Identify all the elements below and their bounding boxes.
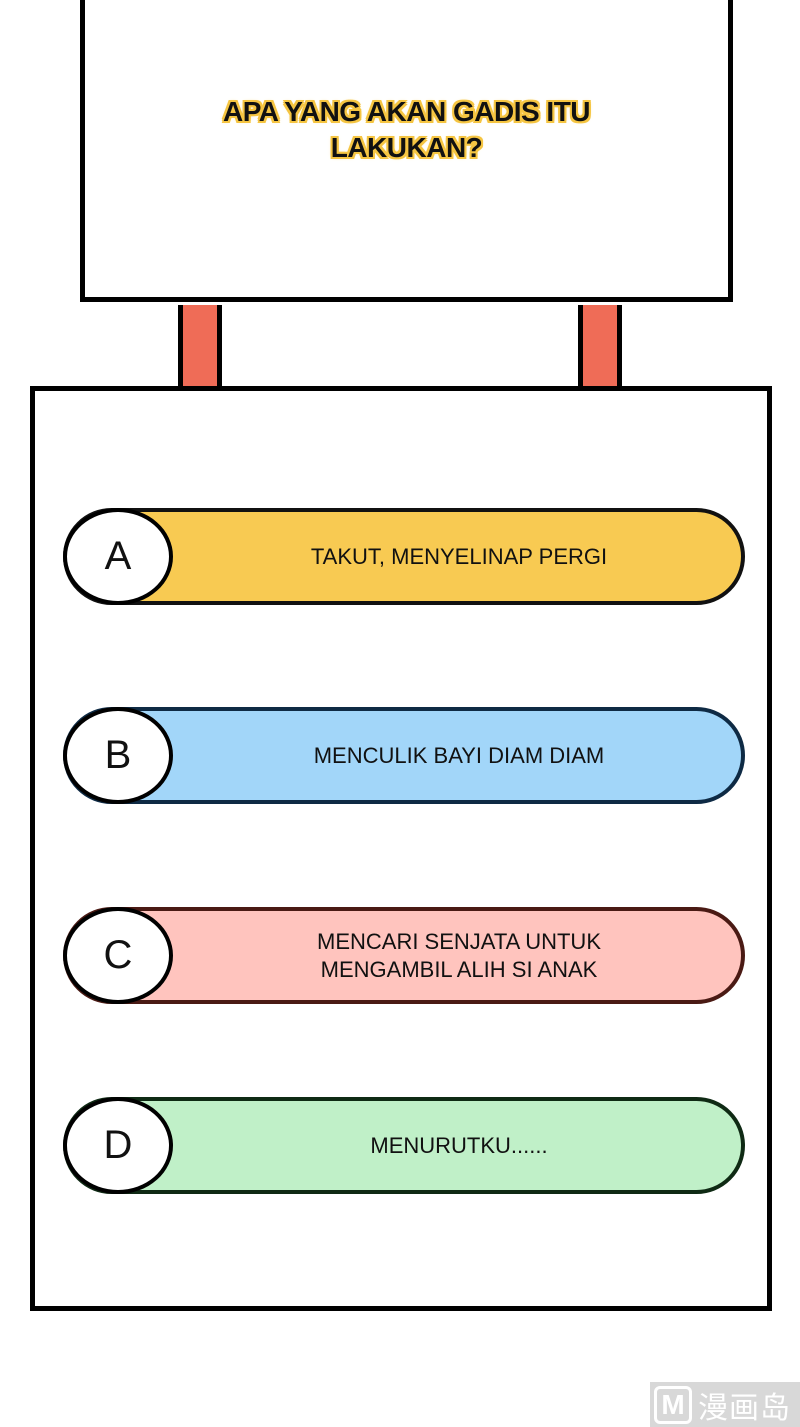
question-line-2: LAKUKAN?: [330, 132, 483, 163]
option-d-button[interactable]: D MENURUTKU......: [63, 1097, 745, 1194]
question-line-1: APA YANG AKAN GADIS ITU: [222, 96, 591, 127]
option-c-text: MENCARI SENJATA UNTUK MENGAMBIL ALIH SI …: [197, 911, 721, 1000]
option-a-button[interactable]: A TAKUT, MENYELINAP PERGI: [63, 508, 745, 605]
option-a-letter: A: [63, 508, 173, 605]
watermark-logo-icon: M: [654, 1385, 692, 1424]
option-b-text: MENCULIK BAYI DIAM DIAM: [313, 742, 605, 768]
board-post-right: [578, 305, 622, 387]
question-text: APA YANG AKAN GADIS ITU LAKUKAN?: [85, 94, 728, 166]
option-d-text: MENURUTKU......: [370, 1132, 548, 1158]
option-d-letter: D: [63, 1097, 173, 1194]
watermark: M 漫画岛: [650, 1382, 800, 1427]
option-b-letter: B: [63, 707, 173, 804]
option-c-text-line-1: MENCARI SENJATA UNTUK: [317, 928, 601, 954]
question-board: APA YANG AKAN GADIS ITU LAKUKAN?: [80, 0, 733, 302]
option-c-letter: C: [63, 907, 173, 1004]
option-c-text-line-2: MENGAMBIL ALIH SI ANAK: [320, 956, 598, 982]
watermark-text: 漫画岛: [698, 1390, 791, 1426]
option-b-button[interactable]: B MENCULIK BAYI DIAM DIAM: [63, 707, 745, 804]
option-a-text: TAKUT, MENYELINAP PERGI: [310, 543, 608, 569]
option-c-button[interactable]: C MENCARI SENJATA UNTUK MENGAMBIL ALIH S…: [63, 907, 745, 1004]
board-post-left: [178, 305, 222, 387]
